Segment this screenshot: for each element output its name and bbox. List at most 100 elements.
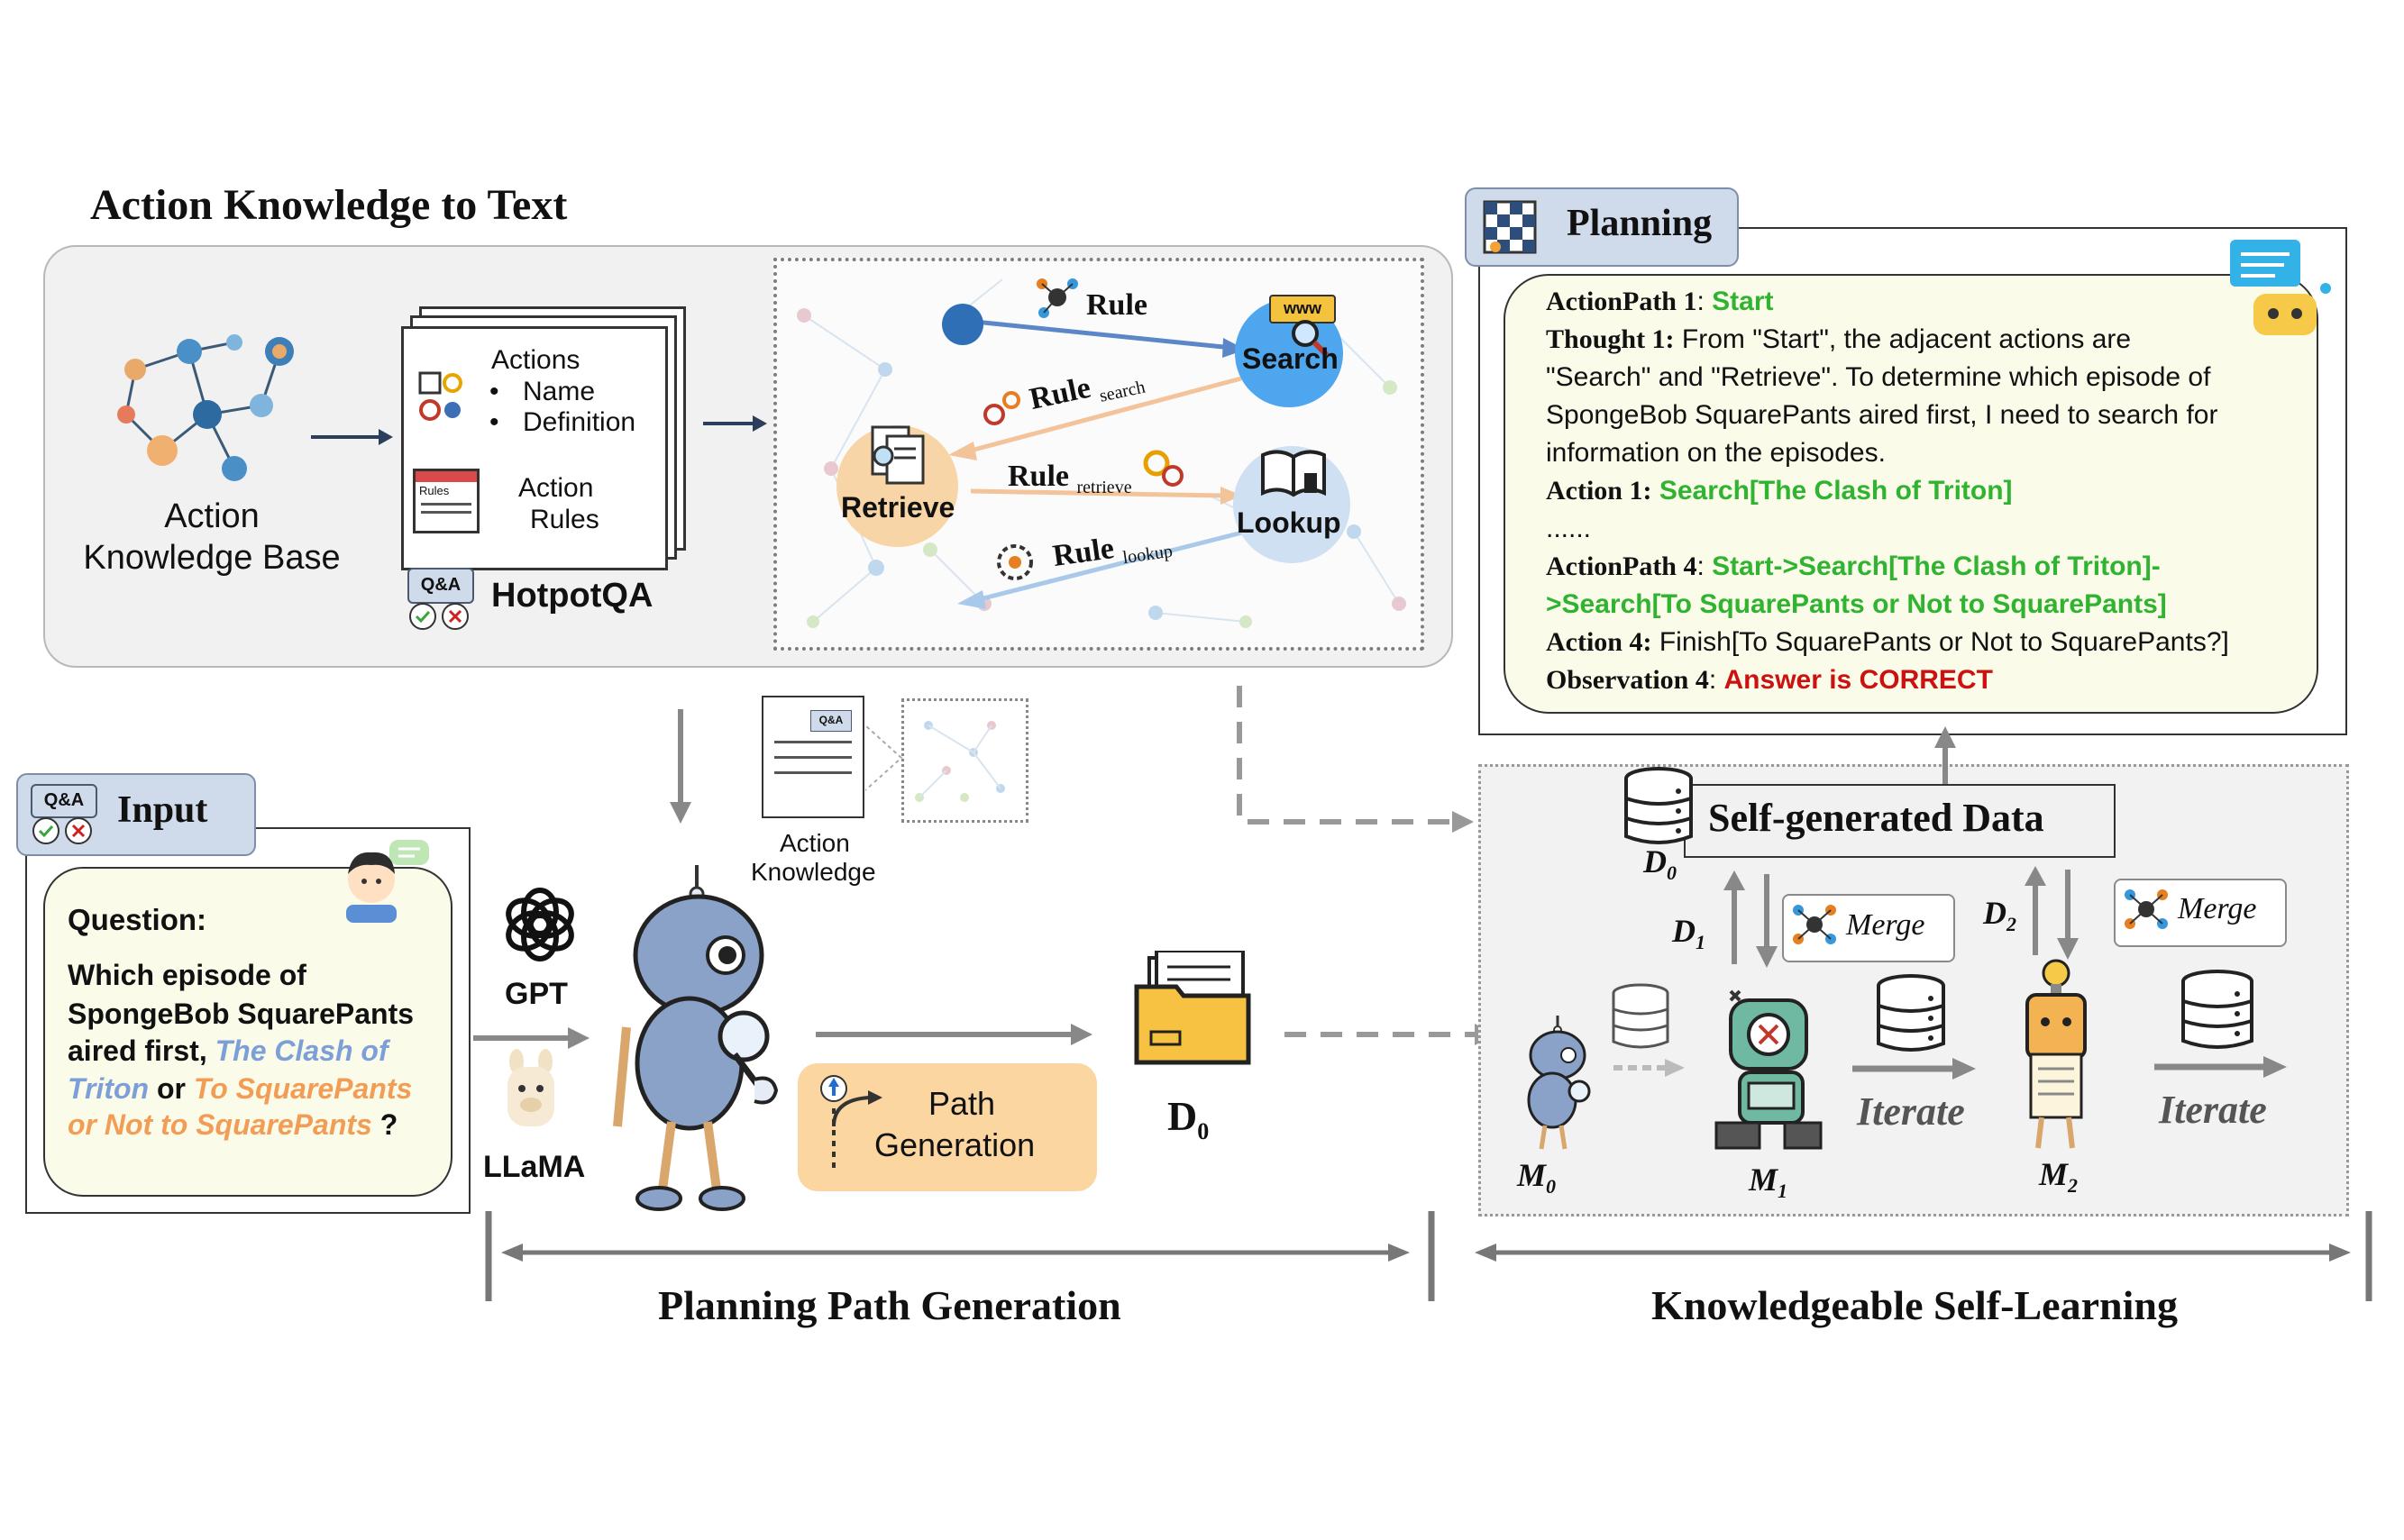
actions-list-icon: [418, 371, 462, 421]
d0-learning-letter: D: [1643, 843, 1667, 879]
plan-line-9: >Search[To SquarePants or Not to SquareP…: [1546, 589, 2167, 619]
question-line-5: or Not to SquarePants ?: [68, 1108, 398, 1142]
qa-badge-small: Q&A: [407, 568, 474, 604]
cog-network-icon: [997, 544, 1033, 580]
plan-line-11: Observation 4: Answer is CORRECT: [1546, 665, 1993, 695]
input-check-cross-icon: [32, 817, 92, 844]
gpt-logo-icon: [506, 888, 574, 961]
self-generated-data-box: [1684, 784, 2116, 858]
rules-line-2: Rules: [530, 505, 599, 534]
arrow-input-to-robot: [473, 1027, 590, 1049]
action1-label: Action 1:: [1546, 476, 1652, 506]
ak-qa-badge: Q&A: [810, 710, 852, 732]
merge-label-2: Merge: [2178, 892, 2257, 925]
gpt-label: GPT: [505, 977, 568, 1011]
question-line-2: SpongeBob SquarePants: [68, 998, 415, 1030]
m0-sub: 0: [1546, 1175, 1557, 1198]
arrow-data-to-planning: [1934, 726, 1956, 788]
knowledge-base-label-2: Knowledge Base: [83, 539, 341, 577]
plan-line-1: ActionPath 1: Start: [1546, 287, 1774, 316]
question-line-3-text: aired first,: [68, 1034, 207, 1067]
plan-line-10: Action 4: Finish[To SquarePants or Not t…: [1546, 624, 2229, 661]
d2-sub: 2: [2006, 913, 2016, 936]
robot-m2-icon: [2025, 959, 2087, 1149]
merge-network-icon-2: [2125, 889, 2168, 929]
d0-sub: 0: [1197, 1118, 1210, 1145]
d2-exchange-arrows: [2025, 866, 2079, 960]
lookup-node-label: Lookup: [1237, 506, 1341, 539]
question-or: or: [156, 1072, 186, 1105]
option-1-part-2: Triton: [68, 1072, 150, 1105]
m1-letter: M: [1749, 1162, 1778, 1198]
folder-icon: [1134, 951, 1251, 1065]
check-cross-icon: [409, 603, 469, 630]
dashed-arrow-graph-to-data: [1237, 686, 1474, 833]
start-node: [942, 304, 983, 345]
actionpath1-value: Start: [1712, 287, 1774, 316]
arrow-kb-to-docs: [311, 429, 393, 445]
branch-path-icon: [820, 1075, 882, 1171]
hotpotqa-label: HotpotQA: [491, 577, 654, 615]
action-graph-edges: [948, 317, 1247, 609]
action-knowledge-graph-mini: [901, 698, 1028, 823]
rules-line-1: Action: [518, 473, 594, 503]
span-knowledgeable-self-learning: [1475, 1211, 2372, 1301]
knowledgeable-self-learning-label: Knowledgeable Self-Learning: [1651, 1282, 2178, 1328]
arrow-m2-iterate: [2154, 1056, 2287, 1078]
chat-bot-icon: [2230, 240, 2331, 335]
d1-exchange-arrows: [1723, 870, 1778, 968]
m2-letter: M: [2039, 1156, 2069, 1192]
d2-label: D2: [1983, 894, 2016, 936]
robot-m0-icon: [1527, 1016, 1591, 1150]
plan-line-4: SpongeBob SquarePants aired first, I nee…: [1546, 400, 2218, 430]
plan-line-6: Action 1: Search[The Clash of Triton]: [1546, 472, 2013, 510]
bullet-1-text: Name: [523, 377, 596, 406]
magnifier-icon: [1292, 320, 1330, 358]
option-2-part-1: To SquarePants: [193, 1072, 413, 1105]
knowledge-base-label-1: Action: [164, 497, 260, 535]
observation4-label: Observation 4: [1546, 665, 1709, 695]
retrieve-node-label: Retrieve: [841, 491, 955, 524]
rule-retrieve-text: Rule: [1008, 460, 1069, 493]
question-mark: ?: [379, 1108, 398, 1141]
network-rule-icon: [1037, 278, 1078, 318]
arrow-robot-to-d0: [816, 1024, 1092, 1045]
iterate-label-2: Iterate: [2159, 1088, 2267, 1132]
m1-sub: 1: [1778, 1180, 1788, 1203]
llama-icon: [507, 1049, 554, 1126]
thought1-label: Thought 1:: [1546, 324, 1675, 354]
document-search-icon: [871, 425, 925, 485]
m0-label: M0: [1517, 1156, 1556, 1198]
bullet-2-text: Definition: [523, 407, 636, 437]
d1-sub: 1: [1696, 931, 1705, 954]
question-line-1: Which episode of: [68, 959, 306, 991]
path-generation-line-2: Generation: [874, 1126, 1036, 1163]
arrow-m1-iterate: [1852, 1058, 1976, 1080]
action4-label: Action 4:: [1546, 627, 1652, 657]
database-icon-main: [1624, 767, 1693, 844]
m1-label: M1: [1749, 1161, 1787, 1203]
search-node-label: Search: [1242, 342, 1339, 375]
action-knowledge-label-1: Action: [780, 829, 850, 857]
thought1-text: From "Start", the adjacent actions are: [1681, 324, 2132, 354]
option-2-part-2: or Not to SquarePants: [68, 1108, 372, 1141]
iterate-label-1: Iterate: [1857, 1089, 1965, 1134]
m0-letter: M: [1517, 1157, 1547, 1193]
span-planning-path-generation: [485, 1211, 1435, 1301]
robot-with-magnifier: [613, 865, 779, 1211]
www-icon: www: [1269, 295, 1336, 323]
actionpath4-value: Start->Search[The Clash of Triton]-: [1712, 551, 2161, 581]
dashed-arrow-d0-to-learning: [1284, 1024, 1496, 1045]
merge-label-1: Merge: [1846, 908, 1925, 942]
option-1-part-1: The Clash of: [215, 1034, 388, 1067]
dotted-arrow-m0-m1: [1613, 1059, 1685, 1077]
database-icon-m2: [2181, 970, 2253, 1049]
self-generated-data-label: Self-generated Data: [1708, 796, 2044, 840]
d0-letter: D: [1167, 1093, 1198, 1139]
actionpath1-label: ActionPath 1: [1546, 287, 1697, 316]
path-generation-box: [798, 1063, 1097, 1191]
rule-label-start: Rule: [1086, 288, 1147, 323]
rules-icon: Rules: [413, 469, 480, 533]
rule-retrieve-sub: retrieve: [1076, 477, 1132, 497]
mini-graph-icon: [865, 721, 1005, 802]
